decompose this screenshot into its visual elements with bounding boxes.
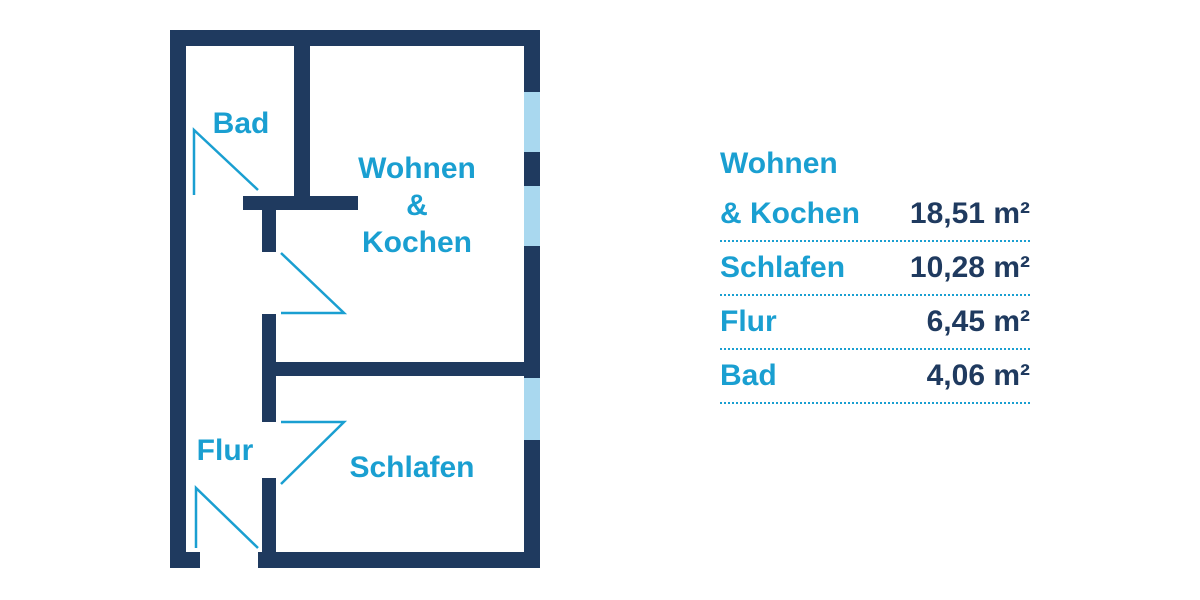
wall-wohnen-schlafen (262, 362, 540, 376)
wall-wohnen-bottom-stub (243, 196, 358, 210)
room-label-wohnen-line2: & (406, 189, 428, 222)
room-label-wohnen-line3: Kochen (362, 226, 472, 259)
outer-wall-left-lower (170, 210, 186, 568)
area-name: & Kochen (720, 197, 861, 230)
area-name: Bad (720, 359, 777, 392)
area-heading: Wohnen (720, 147, 838, 180)
door-schlafen (280, 420, 348, 485)
wall-flur-upper (262, 196, 276, 252)
area-name: Schlafen (720, 251, 846, 284)
area-value: 10,28 m² (909, 251, 1030, 284)
window-wohnen-1 (524, 92, 540, 152)
outer-wall-bottom-left (170, 552, 200, 568)
doors (192, 127, 348, 549)
area-name: Flur (720, 305, 777, 338)
room-label-schlafen: Schlafen (349, 451, 474, 484)
area-table: Wohnen & Kochen 18,51 m² Schlafen 10,28 … (720, 140, 1030, 404)
window-wohnen-2 (524, 186, 540, 246)
windows (524, 92, 540, 440)
outer-wall-top (170, 30, 540, 46)
room-label-wohnen-line1: Wohnen (358, 152, 476, 185)
wall-flur-lower (262, 478, 276, 568)
outer-wall-bottom-right (258, 552, 540, 568)
room-label-bad: Bad (213, 107, 270, 140)
area-row: & Kochen 18,51 m² (720, 188, 1030, 242)
outer-wall-left-upper (170, 30, 186, 210)
window-schlafen (524, 378, 540, 440)
area-value: 6,45 m² (926, 305, 1030, 338)
area-row: Schlafen 10,28 m² (720, 242, 1030, 296)
area-value: 4,06 m² (926, 359, 1030, 392)
wall-bad-wohnen (294, 30, 310, 196)
area-value: 18,51 m² (909, 197, 1030, 230)
area-row: Bad 4,06 m² (720, 350, 1030, 404)
room-label-flur: Flur (197, 434, 254, 467)
door-wohnen (280, 252, 348, 315)
door-entrance (194, 485, 259, 549)
area-row: Flur 6,45 m² (720, 296, 1030, 350)
door-bad (192, 127, 259, 195)
